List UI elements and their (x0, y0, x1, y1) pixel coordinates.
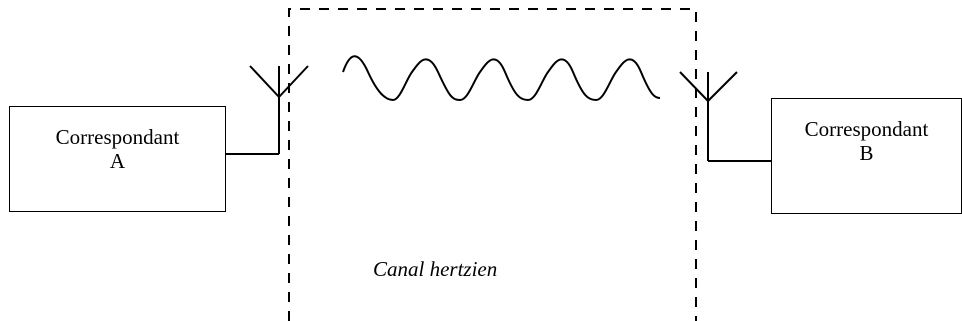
correspondent-a-box: Correspondant A (9, 106, 226, 212)
channel-boundary (288, 8, 697, 321)
antenna-a-icon (249, 65, 309, 154)
correspondent-b-box: Correspondant B (771, 98, 962, 214)
correspondent-b-label: Correspondant B (772, 117, 961, 165)
correspondent-b-line1: Correspondant (804, 117, 929, 141)
correspondent-b-line2: B (859, 141, 874, 165)
antenna-b-icon (679, 71, 738, 161)
channel-label: Canal hertzien (373, 257, 498, 281)
radio-wave (342, 55, 661, 102)
correspondent-a-line2: A (109, 149, 126, 173)
correspondent-a-line1: Correspondant (55, 125, 180, 149)
correspondent-a-label: Correspondant A (10, 125, 225, 173)
